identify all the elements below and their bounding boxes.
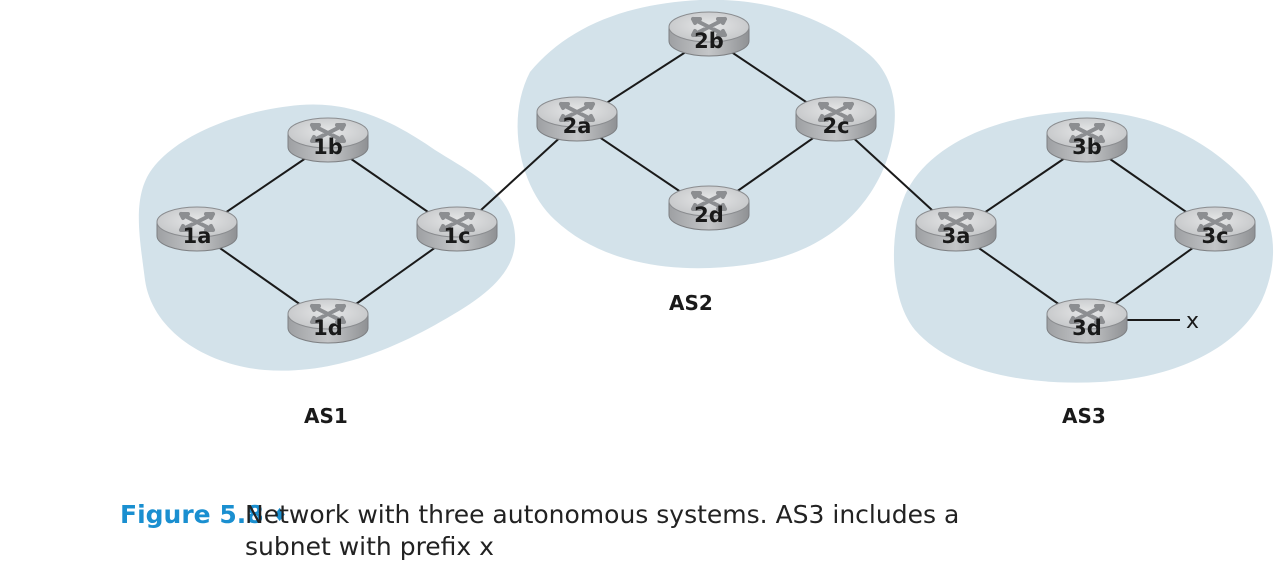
router-label-1a: 1a	[183, 224, 212, 248]
router-3d: 3d	[1046, 298, 1128, 344]
as3-region	[893, 111, 1274, 383]
router-label-3b: 3b	[1072, 135, 1102, 159]
routers: 1a 1b 1c 1d 2a 2b 2c 2d 3a 3b 3c 3d	[156, 11, 1256, 344]
router-1a: 1a	[156, 206, 238, 252]
router-arrows-icon	[1197, 212, 1233, 232]
router-3b: 3b	[1046, 117, 1128, 163]
caption-text: Network with three autonomous systems. A…	[245, 500, 960, 561]
router-3a: 3a	[915, 206, 997, 252]
router-arrows-icon	[691, 191, 727, 211]
router-arrows-icon	[310, 123, 346, 143]
as2-region	[517, 0, 895, 269]
router-2b: 2b	[668, 11, 750, 57]
router-label-2a: 2a	[563, 114, 592, 138]
diamond-icon: ♦	[271, 505, 288, 526]
router-label-1c: 1c	[443, 224, 470, 248]
router-3c: 3c	[1174, 206, 1256, 252]
router-label-3d: 3d	[1072, 316, 1102, 340]
as3-label: AS3	[1062, 404, 1106, 428]
router-arrows-icon	[559, 102, 595, 122]
as-regions	[138, 0, 1274, 383]
router-2c: 2c	[795, 96, 877, 142]
router-1b: 1b	[287, 117, 369, 163]
router-arrows-icon	[310, 304, 346, 324]
router-label-2d: 2d	[694, 203, 724, 227]
as1-label: AS1	[304, 404, 348, 428]
caption-head: Figure 5.8 ♦	[120, 499, 296, 534]
as1-region	[138, 104, 516, 371]
router-2a: 2a	[536, 96, 618, 142]
router-arrows-icon	[179, 212, 215, 232]
router-label-3c: 3c	[1201, 224, 1228, 248]
router-label-1d: 1d	[313, 316, 343, 340]
router-arrows-icon	[1069, 304, 1105, 324]
router-1d: 1d	[287, 298, 369, 344]
router-label-1b: 1b	[313, 135, 343, 159]
router-arrows-icon	[691, 17, 727, 37]
router-arrows-icon	[439, 212, 475, 232]
network-diagram: x 1a 1b 1c 1d 2a 2b 2c 2d 3a 3b 3c 3d AS1 AS2 AS3	[138, 0, 1274, 428]
as2-label: AS2	[669, 291, 713, 315]
router-arrows-icon	[938, 212, 974, 232]
figure-number: Figure 5.8	[120, 500, 264, 529]
router-arrows-icon	[1069, 123, 1105, 143]
router-label-2b: 2b	[694, 29, 724, 53]
router-2d: 2d	[668, 185, 750, 231]
router-arrows-icon	[818, 102, 854, 122]
subnet-x-label: x	[1186, 309, 1199, 334]
router-1c: 1c	[416, 206, 498, 252]
router-label-2c: 2c	[822, 114, 849, 138]
router-label-3a: 3a	[942, 224, 971, 248]
